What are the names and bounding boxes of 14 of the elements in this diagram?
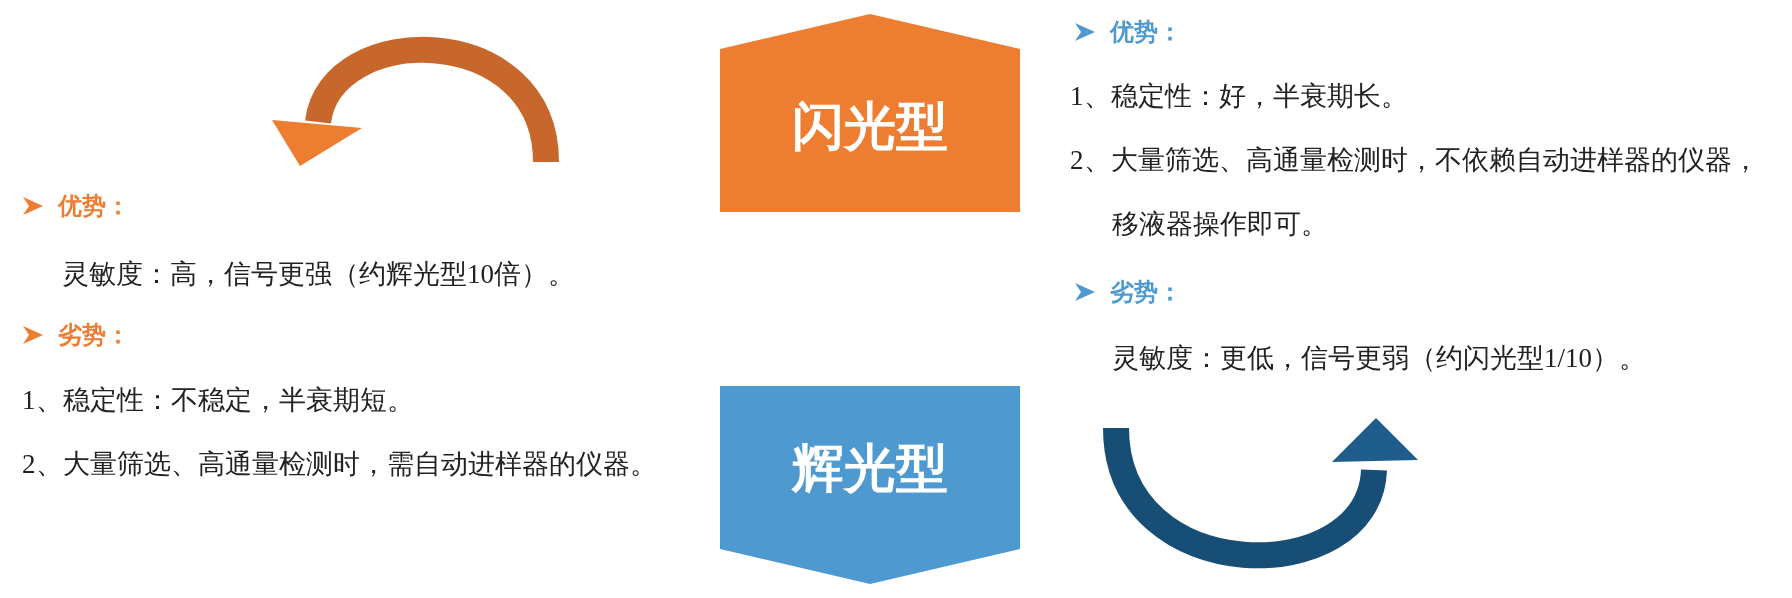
text-line: 1、稳定性：不稳定，半衰期短。 (22, 384, 415, 417)
text-line: 灵敏度：高，信号更强（约辉光型10倍）。 (62, 258, 576, 291)
section-heading: 劣势： (1110, 277, 1182, 308)
text-line: 1、稳定性：好，半衰期长。 (1070, 80, 1409, 113)
text-line: 灵敏度：更低，信号更弱（约闪光型1/10）。 (1112, 342, 1647, 375)
text-line: 2、大量筛选、高通量检测时，需自动进样器的仪器。 (22, 448, 658, 481)
pentagon-shape (720, 14, 1020, 212)
section-heading: 优势： (1110, 17, 1182, 48)
text-line: 2、大量筛选、高通量检测时，不依赖自动进样器的仪器，移液器操作即可。 (1070, 144, 1760, 241)
section-heading: 优势： (58, 191, 130, 222)
pentagon-shape (720, 386, 1020, 584)
node-title: 辉光型 (790, 437, 949, 500)
node-title: 闪光型 (791, 95, 949, 158)
section-heading: 劣势： (58, 320, 130, 351)
